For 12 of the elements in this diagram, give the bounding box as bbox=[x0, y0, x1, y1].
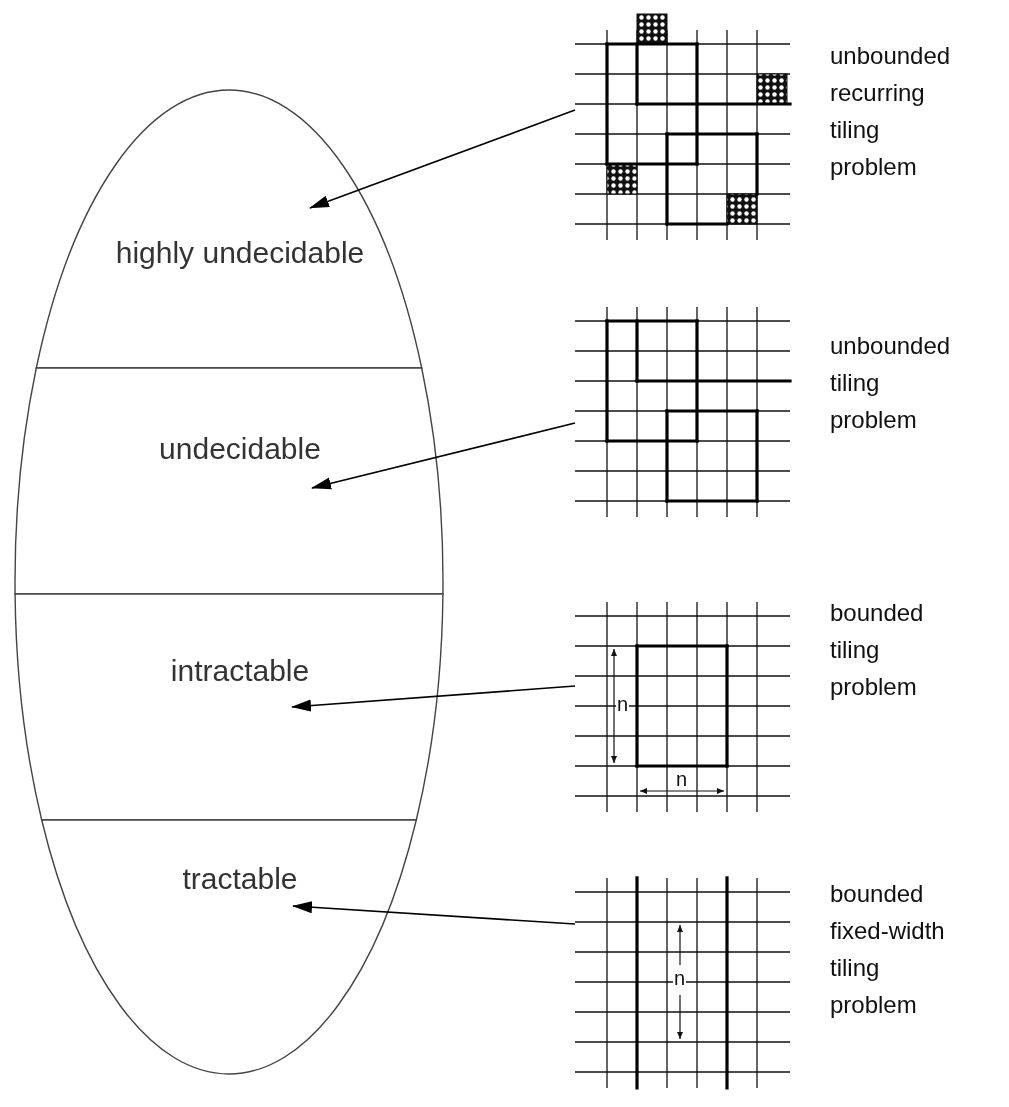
arrow bbox=[309, 109, 576, 209]
arrow bbox=[292, 901, 576, 925]
arrow bbox=[291, 685, 576, 712]
class-label: intractable bbox=[169, 654, 311, 688]
problem-caption: bounded tiling problem bbox=[830, 598, 924, 702]
class-label: undecidable bbox=[158, 432, 322, 466]
arrow bbox=[311, 422, 576, 490]
class-label: highly undecidable bbox=[114, 236, 366, 270]
class-label: tractable bbox=[181, 862, 299, 896]
problem-caption: unbounded recurring tiling problem bbox=[830, 41, 951, 182]
problem-caption: bounded fixed-width tiling problem bbox=[830, 879, 945, 1020]
problem-caption: unbounded tiling problem bbox=[830, 331, 951, 435]
